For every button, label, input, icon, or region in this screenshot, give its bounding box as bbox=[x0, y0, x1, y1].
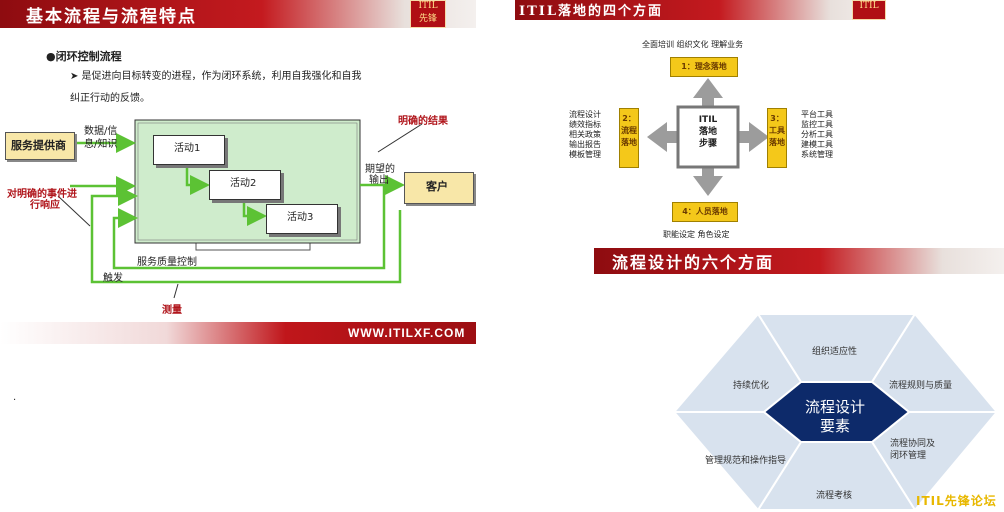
segment-management-guidance: 管理规范和操作指导 bbox=[705, 456, 787, 466]
slide2-left-list: 流程设计 绩效指标 相关政策 输出报告 模板管理 bbox=[569, 110, 601, 160]
customer-box bbox=[404, 172, 474, 204]
slide1-footer-bar bbox=[0, 322, 476, 344]
activity-3-box: 活动3 bbox=[266, 204, 338, 234]
segment-collaboration-line2: 闭环管理 bbox=[890, 451, 927, 461]
measure-label: 测量 bbox=[162, 305, 182, 316]
center-label-line1: 流程设计 bbox=[804, 398, 865, 416]
right-item: 系统管理 bbox=[801, 150, 833, 159]
center-line-3: 步骤 bbox=[698, 139, 717, 149]
input-label-line1: 数据/信 bbox=[84, 126, 118, 137]
slide2-arrows bbox=[647, 78, 769, 196]
slide3-title: 流程设计的六个方面 bbox=[612, 253, 775, 272]
slide3-hexagon bbox=[671, 312, 1000, 512]
slide3-title-banner bbox=[594, 248, 1004, 274]
segment-assessment: 流程考核 bbox=[816, 491, 853, 501]
left-item: 相关政策 bbox=[569, 130, 601, 139]
forum-watermark: ITIL先锋论坛 bbox=[916, 494, 997, 508]
slide1-bullet-line1: ➤ 是促进向目标转变的进程，作为闭环系统，利用自我强化和自我 bbox=[70, 71, 362, 82]
slide3-center-label: 流程设计 要素 bbox=[772, 398, 898, 436]
segment-continuous-optimization: 持续优化 bbox=[733, 381, 770, 391]
service-provider-label: 服务提供商 bbox=[11, 139, 66, 152]
box-process-landing: 2：流程落地 bbox=[619, 108, 639, 168]
expected-output-line2: 输出 bbox=[369, 175, 389, 186]
right-item: 分析工具 bbox=[801, 130, 833, 139]
response-label-line2: 行响应 bbox=[30, 200, 60, 211]
box-tool-landing: 3：工具落地 bbox=[767, 108, 787, 168]
input-label-line2: 息/知识 bbox=[84, 139, 118, 150]
right-item: 平台工具 bbox=[801, 110, 833, 119]
stray-mark: . bbox=[13, 392, 17, 403]
box-concept-landing: 1：理念落地 bbox=[670, 57, 738, 77]
slide2-logo: ITIL bbox=[852, 0, 886, 20]
customer-label: 客户 bbox=[426, 180, 448, 193]
center-line-2: 落地 bbox=[698, 127, 717, 137]
left-item: 流程设计 bbox=[569, 110, 601, 119]
quality-control-label: 服务质量控制 bbox=[137, 257, 197, 268]
left-item: 绩效指标 bbox=[569, 120, 601, 129]
left-item: 输出报告 bbox=[569, 140, 601, 149]
slide1-heading: ●闭环控制流程 bbox=[46, 50, 122, 63]
slide2-title-banner bbox=[515, 0, 886, 20]
slide2-right-list: 平台工具 监控工具 分析工具 建模工具 系统管理 bbox=[801, 110, 833, 160]
box-people-landing: 4：人员落地 bbox=[672, 202, 738, 222]
slide2-center-text: ITIL 落地 步骤 bbox=[678, 114, 738, 150]
slide2-top-labels: 全面培训 组织文化 理解业务 bbox=[642, 40, 744, 49]
right-item: 建模工具 bbox=[801, 140, 833, 149]
center-label-line2: 要素 bbox=[819, 417, 850, 435]
slide1-title-banner bbox=[0, 0, 476, 28]
clear-result-label: 明确的结果 bbox=[398, 116, 448, 127]
activity-1-box: 活动1 bbox=[153, 135, 225, 165]
left-item: 模板管理 bbox=[569, 150, 601, 159]
trigger-label: 触发 bbox=[103, 273, 123, 284]
activity-2-box: 活动2 bbox=[209, 170, 281, 200]
service-provider-box bbox=[5, 132, 75, 160]
slide2-bottom-labels: 职能设定 角色设定 bbox=[663, 230, 730, 239]
segment-rules-quality: 流程规则与质量 bbox=[889, 381, 953, 391]
right-item: 监控工具 bbox=[801, 120, 833, 129]
center-line-1: ITIL bbox=[698, 115, 718, 125]
slide1-title: 基本流程与流程特点 bbox=[26, 7, 197, 27]
segment-organization-fit: 组织适应性 bbox=[812, 347, 858, 357]
slide1-bullet-line2: 纠正行动的反馈。 bbox=[70, 93, 150, 104]
slide2-title: ITIL落地的四个方面 bbox=[519, 4, 663, 19]
expected-output-line1: 期望的 bbox=[365, 164, 395, 175]
slide1-footer-url: WWW.ITILXF.COM bbox=[348, 326, 466, 340]
segment-collaboration-line1: 流程协同及 bbox=[890, 439, 936, 449]
response-label-line1: 对明确的事件进 bbox=[7, 189, 77, 200]
